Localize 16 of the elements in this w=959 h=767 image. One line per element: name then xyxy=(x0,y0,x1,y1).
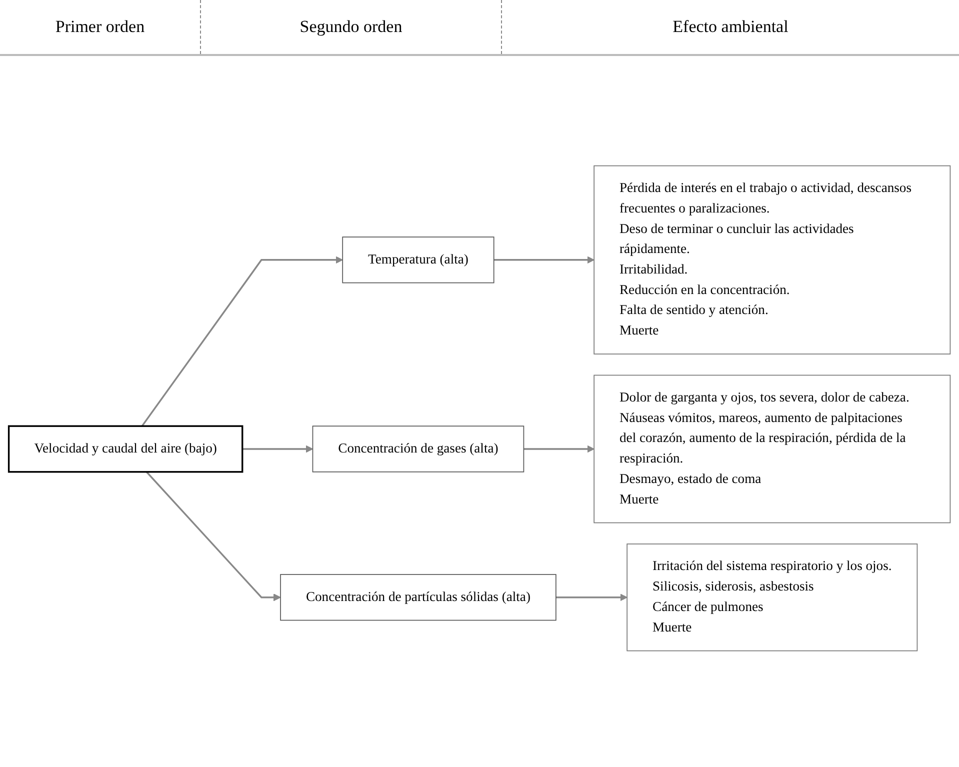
node-box: Pérdida de interés en el trabajo o actividad, descansos frecuentes o paralizaciones. Deso de terminar o cuncluir las actividades rápidamente. Irritabilidad. Reducción en la concentración. Falta de sentido y atención. Muerte xyxy=(594,166,951,355)
node-box: Concentración de partículas sólidas (alta) xyxy=(280,574,556,621)
node-box: Velocidad y caudal del aire (bajo) xyxy=(8,425,244,473)
arrow xyxy=(141,256,343,427)
arrow xyxy=(524,445,594,453)
arrow xyxy=(494,256,594,264)
node-box: Irritación del sistema respiratorio y los ojos. Silicosis, siderosis, asbestosis Cáncer de pulmones Muerte xyxy=(626,544,918,652)
column-header: Segundo orden xyxy=(300,17,402,37)
arrow xyxy=(146,472,281,602)
arrow xyxy=(242,445,314,453)
arrow xyxy=(556,594,628,602)
column-header: Efecto ambiental xyxy=(672,17,788,37)
node-box: Temperatura (alta) xyxy=(342,236,494,284)
node-box: Dolor de garganta y ojos, tos severa, dolor de cabeza. Náuseas vómitos, mareos, aumento de palpitaciones del corazón, aumento de la respiración, pérdida de la respiración. Desmayo, estado de coma Muerte xyxy=(594,375,951,524)
column-header: Primer orden xyxy=(55,17,145,37)
node-box: Concentración de gases (alta) xyxy=(312,426,524,472)
